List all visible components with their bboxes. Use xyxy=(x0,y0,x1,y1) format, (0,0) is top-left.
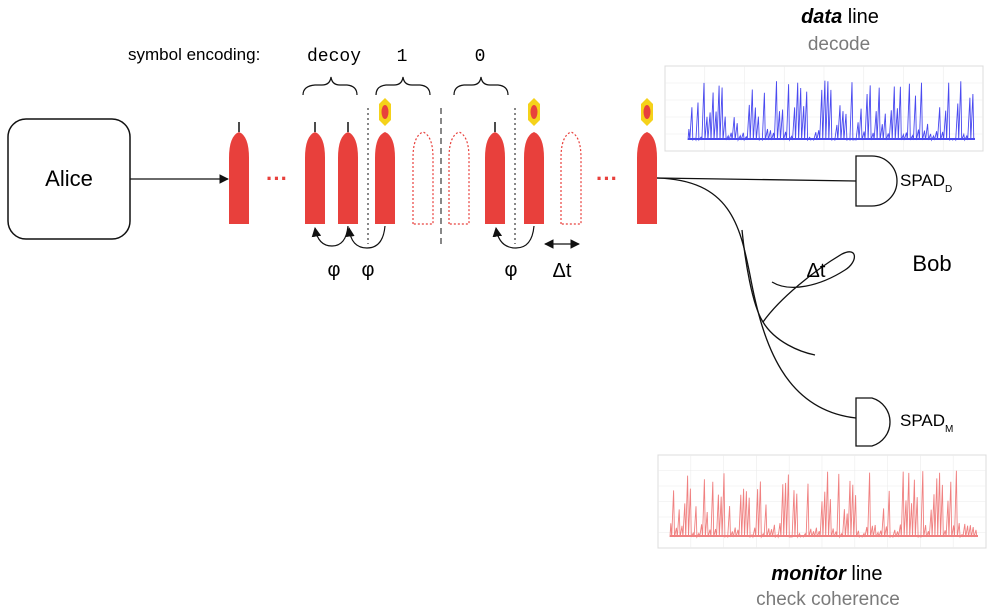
monitor-fiber xyxy=(656,177,857,419)
trace-baseline xyxy=(670,535,978,537)
one-brace xyxy=(375,76,431,96)
empty-pulse-slot xyxy=(412,131,434,225)
detection-flash-icon xyxy=(641,98,653,126)
data-trace xyxy=(687,80,975,142)
spad-data-label: SPADD xyxy=(900,171,952,195)
encoding-decoy: decoy xyxy=(307,47,361,67)
spad-data-base: SPAD xyxy=(900,171,945,190)
data-line-caption: decode xyxy=(808,34,870,55)
monitor-trace-plot xyxy=(657,454,987,549)
alice-node: Alice xyxy=(7,118,131,240)
empty-pulse-slot xyxy=(560,131,582,225)
spad-detector-icon xyxy=(855,155,898,207)
detection-flash-icon xyxy=(379,98,391,126)
pulse-icon xyxy=(375,132,395,224)
delta-t-label: Δt xyxy=(553,260,572,282)
data-line-emph: data xyxy=(801,6,842,28)
phase-label: φ xyxy=(362,259,375,281)
monitor-line-title: monitor line xyxy=(771,563,882,585)
pulse-icon xyxy=(305,132,325,224)
data-line-title: data line xyxy=(801,6,879,28)
monitor-trace xyxy=(669,470,978,539)
spad-data-sub: D xyxy=(945,184,952,195)
pulse-train xyxy=(229,98,657,225)
phase-label: φ xyxy=(505,259,518,281)
monitor-line-emph: monitor xyxy=(771,563,847,585)
ellipsis-right: ··· xyxy=(596,166,618,191)
data-line-rest: line xyxy=(842,6,879,28)
encoding-zero: 0 xyxy=(475,47,486,67)
data-fiber xyxy=(656,177,857,182)
phase-arrows xyxy=(311,225,535,249)
zero-brace xyxy=(453,76,509,96)
monitor-line-caption: check coherence xyxy=(756,589,900,610)
decoy-brace xyxy=(302,76,358,96)
spad-monitor-label: SPADM xyxy=(900,411,953,435)
encoding-one: 1 xyxy=(397,47,408,67)
pulse-icon xyxy=(485,132,505,224)
bob-label: Bob xyxy=(912,251,951,276)
phase-label: φ xyxy=(328,259,341,281)
pulse-icon xyxy=(524,132,544,224)
delay-loop-coil xyxy=(762,251,856,323)
ellipsis-left: ··· xyxy=(266,166,288,191)
detection-flash-icon xyxy=(528,98,540,126)
data-trace-plot xyxy=(664,65,984,152)
trace-baseline xyxy=(688,138,975,140)
spad-monitor-sub: M xyxy=(945,424,953,435)
empty-pulse-slot xyxy=(448,131,470,225)
encoding-label: symbol encoding: xyxy=(128,45,260,64)
trace-line xyxy=(687,80,975,142)
spad-monitor-base: SPAD xyxy=(900,411,945,430)
delay-label: Δt xyxy=(807,260,826,282)
spad-detector-icon xyxy=(855,397,891,447)
pulse-icon xyxy=(637,132,657,224)
pulse-icon xyxy=(338,132,358,224)
alice-label: Alice xyxy=(45,166,93,191)
pulse-icon xyxy=(229,132,249,224)
monitor-line-rest: line xyxy=(846,563,883,585)
